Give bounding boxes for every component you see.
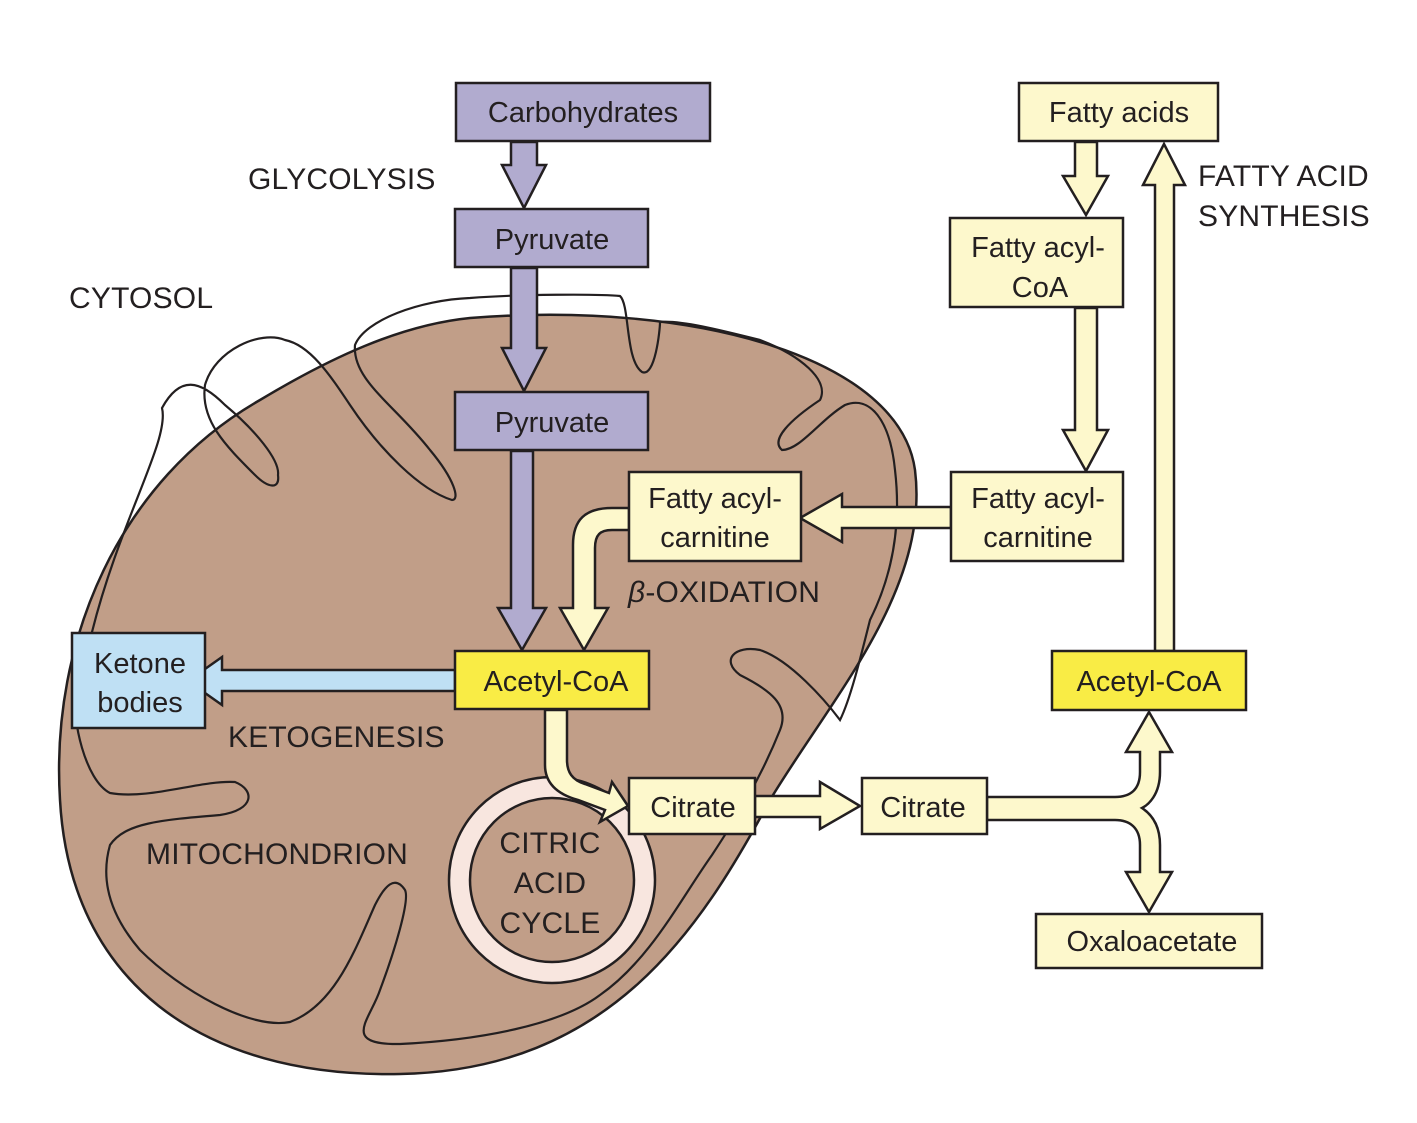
beta-symbol: β [627,576,645,609]
node-fatty-acyl-carnitine-cytosol-line1: Fatty acyl- [971,483,1105,515]
glycolysis-label: GLYCOLYSIS [248,163,436,196]
node-oxaloacetate-label: Oxaloacetate [1067,926,1238,958]
arrow-fatty-acid-synthesis [1140,141,1188,653]
fatty-acid-synthesis-label-line2: SYNTHESIS [1198,200,1370,233]
citric-acid-cycle-label-line1: CITRIC [499,827,600,860]
citric-acid-cycle-label-line3: CYCLE [499,907,600,940]
arrow-pyruvate-to-mito-pyruvate [499,266,549,394]
arrow-citrate-split [985,709,1175,915]
node-fatty-acyl-carnitine-mito: Fatty acyl- carnitine [627,470,803,563]
node-acetyl-coa-cytosol-label: Acetyl-CoA [1076,666,1222,698]
arrow-citrate-transport [753,779,863,832]
beta-oxidation-text: -OXIDATION [645,576,820,609]
ketogenesis-label: KETOGENESIS [228,721,445,754]
arrow-carnitine-transport [797,491,953,545]
node-fatty-acyl-coa-line1: Fatty acyl- [971,232,1105,264]
cytosol-label: CYTOSOL [69,282,213,315]
node-pyruvate-cytosol-label: Pyruvate [495,224,609,256]
node-acetyl-coa-mito-label: Acetyl-CoA [483,666,629,698]
node-acetyl-coa-mito: Acetyl-CoA [453,649,651,711]
arrow-acetyl-coa-to-citrate [543,708,630,825]
node-fatty-acyl-coa-line2: CoA [1012,272,1069,304]
node-fatty-acyl-carnitine-cytosol-line2: carnitine [983,522,1093,554]
node-citrate-cytosol-label: Citrate [880,792,965,824]
fatty-acid-synthesis-label-line1: FATTY ACID [1198,160,1369,193]
node-fatty-acyl-coa: Fatty acyl- CoA [948,216,1125,309]
node-pyruvate-mito: Pyruvate [453,390,650,452]
arrow-pyruvate-to-acetyl-coa [495,449,549,653]
mitochondrion-label: MITOCHONDRION [146,838,408,871]
node-fatty-acyl-carnitine-mito-line2: carnitine [660,522,770,554]
node-citrate-cytosol: Citrate [860,776,989,836]
node-ketone-bodies-label-line1: Ketone [94,648,186,680]
arrow-fatty-acyl-coa-to-carnitine [1060,306,1111,474]
node-carbohydrates-label: Carbohydrates [488,97,678,129]
node-fatty-acids-label: Fatty acids [1049,97,1189,129]
citric-acid-cycle: CITRIC ACID CYCLE [447,775,657,985]
node-fatty-acids: Fatty acids [1017,81,1220,143]
beta-oxidation-label: β-OXIDATION [627,576,820,609]
node-ketone-bodies: Ketone bodies [70,631,207,730]
arrow-carbohydrates-to-pyruvate [499,140,549,211]
node-fatty-acyl-carnitine-mito-line1: Fatty acyl- [648,483,782,515]
node-pyruvate-cytosol: Pyruvate [453,207,650,269]
node-citrate-mito-label: Citrate [650,792,735,824]
citric-acid-cycle-label-line2: ACID [514,867,586,900]
node-fatty-acyl-carnitine-cytosol: Fatty acyl- carnitine [949,470,1125,563]
arrow-fatty-acids-to-fatty-acyl-coa [1060,140,1111,218]
node-citrate-mito: Citrate [627,776,757,836]
node-pyruvate-mito-label: Pyruvate [495,407,609,439]
node-carbohydrates: Carbohydrates [454,81,712,143]
node-acetyl-coa-cytosol: Acetyl-CoA [1050,649,1248,712]
node-oxaloacetate: Oxaloacetate [1034,912,1264,970]
node-ketone-bodies-label-line2: bodies [97,687,182,719]
